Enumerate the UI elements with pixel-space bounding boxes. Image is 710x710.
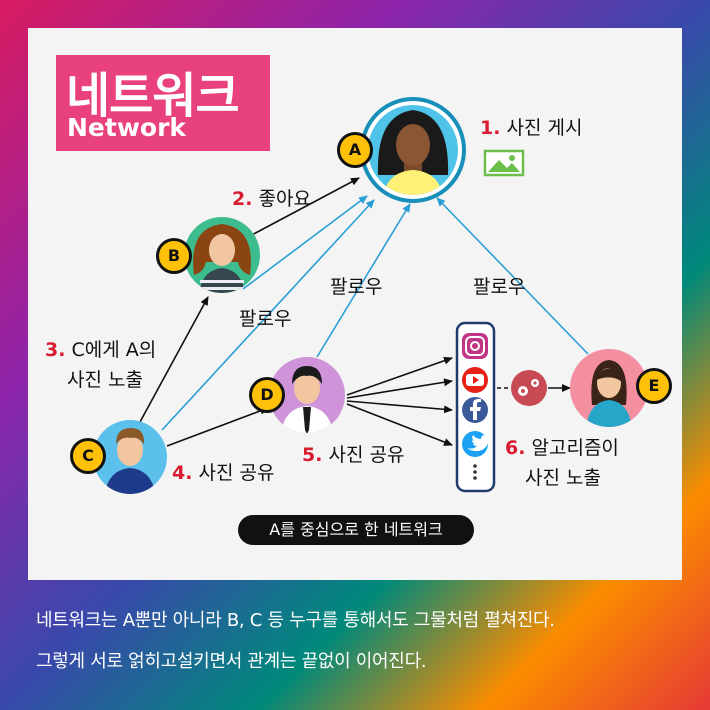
step-3-line-1: C에게 A의 xyxy=(71,339,157,361)
arrow-c-to-d xyxy=(166,407,269,447)
step-4-number: 4. xyxy=(172,462,193,484)
badge-c: C xyxy=(70,438,106,474)
follow-line-d-a xyxy=(316,203,411,358)
follow-label-e: 팔로우 xyxy=(473,276,526,298)
step-3-label: 3. C에게 A의 사진 노출 xyxy=(45,335,156,395)
follow-lines xyxy=(161,195,589,431)
follow-label-b: 팔로우 xyxy=(239,308,292,330)
step-6-line-2: 사진 노출 xyxy=(525,467,601,489)
badge-b: B xyxy=(156,238,192,274)
social-media-column xyxy=(455,321,496,493)
step-1-text: 사진 게시 xyxy=(506,117,583,139)
step-4-label: 4. 사진 공유 xyxy=(172,458,274,485)
title-box xyxy=(56,55,270,151)
facebook-icon xyxy=(462,397,488,423)
twitter-icon xyxy=(462,431,490,457)
step-4-text: 사진 공유 xyxy=(198,462,275,484)
instagram-icon xyxy=(462,333,488,359)
step-2-label: 2. 좋아요 xyxy=(232,184,311,211)
arrow-d-facebook xyxy=(346,400,453,414)
youtube-icon xyxy=(462,367,488,393)
step-1-number: 1. xyxy=(480,117,501,139)
avatar-a xyxy=(360,97,466,203)
step-6-number: 6. xyxy=(505,437,526,459)
arrow-b-like-a xyxy=(247,177,360,238)
arrow-d-youtube xyxy=(346,378,453,399)
step-1-label: 1. 사진 게시 xyxy=(480,113,582,140)
footer-line-2: 그렇게 서로 얽히고설키면서 관계는 끝없이 이어진다. xyxy=(36,651,427,672)
avatar-c xyxy=(93,420,167,494)
follow-line-b-a xyxy=(242,195,368,290)
step-5-text: 사진 공유 xyxy=(328,444,405,466)
picture-icon xyxy=(483,149,525,177)
title-korean: 네트워크 xyxy=(66,68,240,124)
gear-icon xyxy=(511,370,547,406)
step-2-text: 좋아요 xyxy=(258,188,311,210)
step-6-label: 6. 알고리즘이 사진 노출 xyxy=(505,433,619,493)
follow-line-c-a xyxy=(161,199,375,431)
avatar-e xyxy=(570,349,648,427)
more-dots-icon xyxy=(473,464,477,480)
step-5-number: 5. xyxy=(302,444,323,466)
badge-d: D xyxy=(249,377,285,413)
step-6-line-1: 알고리즘이 xyxy=(531,437,619,459)
follow-label-d: 팔로우 xyxy=(330,276,383,298)
step-3-line-2: 사진 노출 xyxy=(67,369,143,391)
arrow-c-to-b xyxy=(139,296,209,423)
step-5-label: 5. 사진 공유 xyxy=(302,440,404,467)
title-english: Network xyxy=(67,113,187,142)
badge-a: A xyxy=(337,132,373,168)
arrow-d-instagram xyxy=(346,356,453,396)
center-caption: A를 중심으로 한 네트워크 xyxy=(238,515,474,545)
step-3-number: 3. xyxy=(45,339,66,361)
arrow-d-twitter xyxy=(346,403,453,446)
action-arrows xyxy=(139,177,571,447)
avatar-b xyxy=(184,217,260,293)
footer-line-1: 네트워크는 A뿐만 아니라 B, C 등 누구를 통해서도 그물처럼 펼쳐진다. xyxy=(36,610,555,631)
badge-e: E xyxy=(636,368,672,404)
step-2-number: 2. xyxy=(232,188,253,210)
follow-line-e-a xyxy=(436,197,589,355)
